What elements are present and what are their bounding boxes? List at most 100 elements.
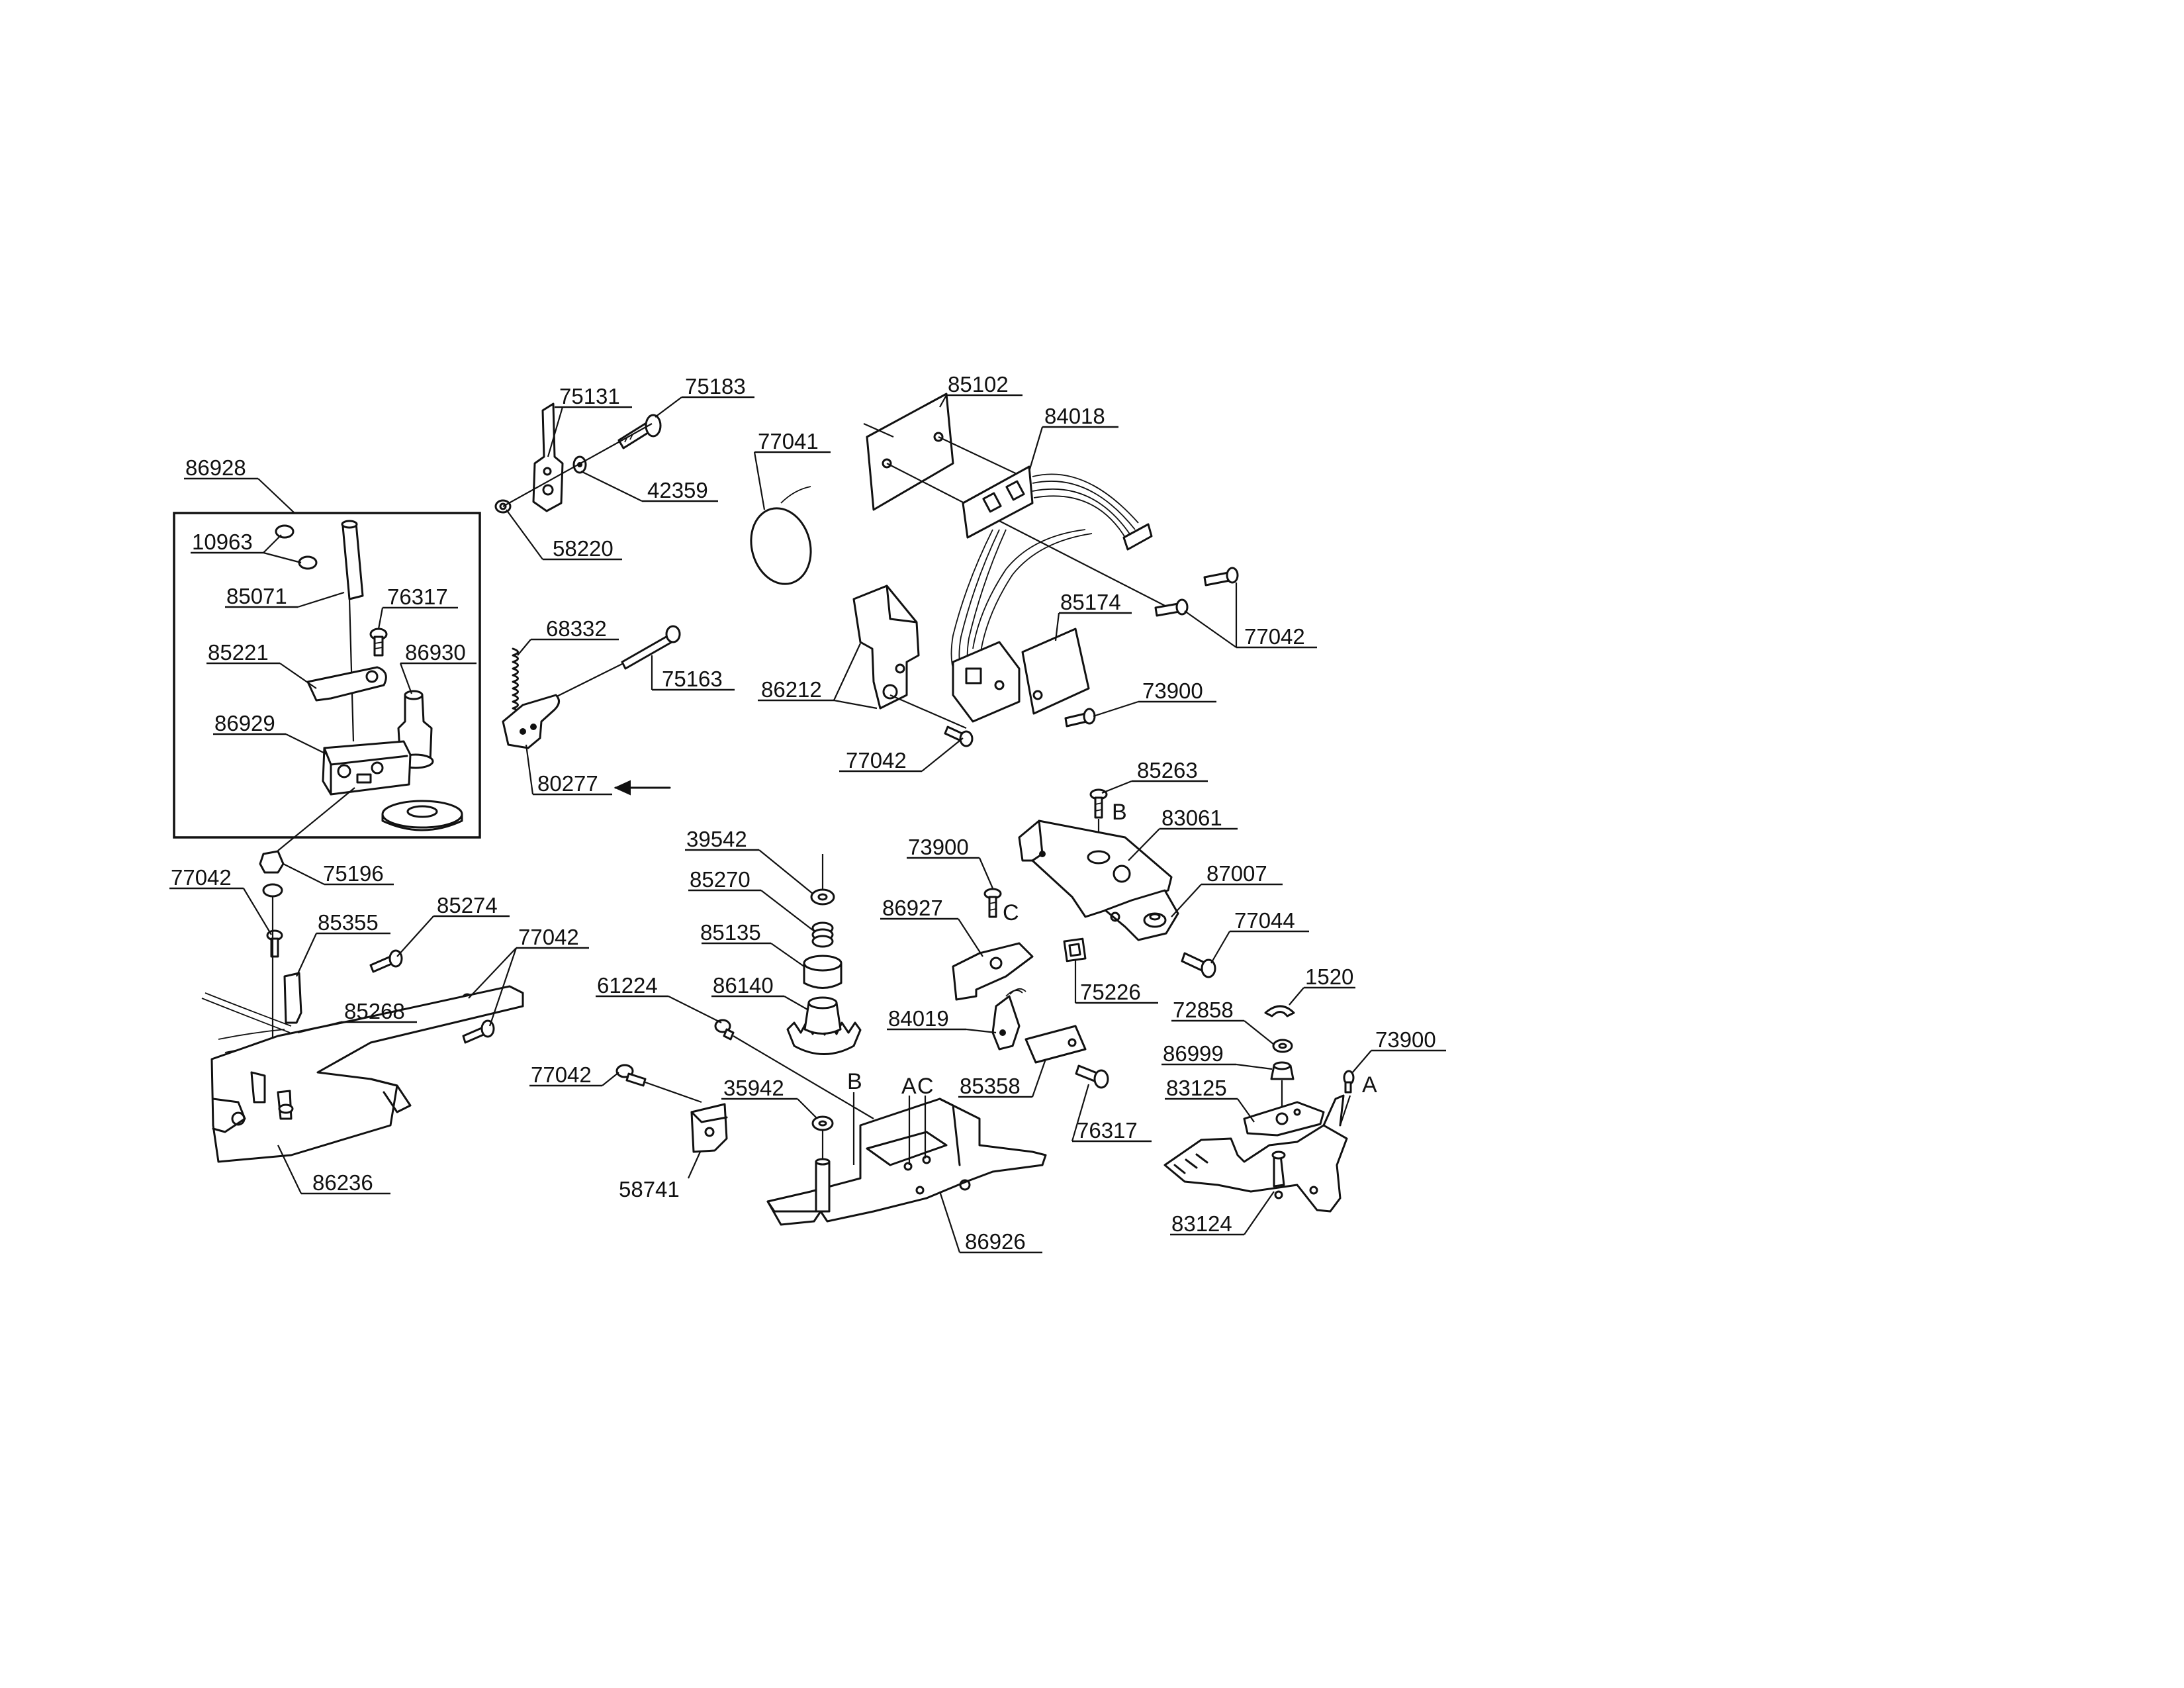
part-label: 75226 (1080, 980, 1141, 1004)
part-label: 77042 (531, 1062, 592, 1087)
bracket-85355 (283, 972, 302, 1024)
part-label: 86927 (882, 896, 943, 920)
washer-72858 (1272, 1039, 1293, 1053)
part-label: 58220 (553, 536, 614, 561)
part-label: 77042 (846, 748, 907, 773)
washer-35942 (811, 1115, 834, 1131)
washer-large-inset (381, 800, 463, 831)
part-label: 85135 (700, 920, 761, 945)
washer-42359 (572, 455, 587, 474)
arrow-80277 (614, 780, 671, 796)
sensor-holder (952, 641, 1021, 723)
part-label: 77044 (1234, 908, 1295, 933)
screw-61224 (714, 1019, 735, 1041)
bracket-83125 (1243, 1101, 1325, 1137)
clip-1520 (1264, 1005, 1295, 1017)
plate-85102 (866, 393, 954, 511)
base-86236 (210, 985, 524, 1163)
pin-75163 (621, 625, 681, 670)
plate-85174 (1021, 628, 1090, 715)
ref-letter: B (1112, 800, 1127, 825)
part-label: 86212 (761, 677, 822, 702)
ref-letter: C (917, 1074, 934, 1099)
part-label: 77041 (758, 429, 819, 453)
part-drawings (201, 393, 1355, 1226)
part-label: 84018 (1044, 404, 1105, 428)
part-label: 72858 (1173, 998, 1234, 1022)
holder-86929 (322, 740, 412, 796)
part-label: 86236 (312, 1170, 373, 1195)
ref-letter: B (847, 1069, 862, 1094)
part-label: 86140 (713, 973, 774, 998)
part-label: 77042 (518, 925, 579, 949)
screw-77042-left (266, 929, 283, 958)
part-label: 10963 (192, 530, 253, 554)
screw-73900-right (1343, 1070, 1355, 1094)
part-label: 87007 (1206, 861, 1267, 886)
clip-58741 (690, 1103, 728, 1153)
part-label: 85268 (344, 999, 405, 1023)
plate-85358 (1024, 1025, 1087, 1064)
part-label: 86930 (405, 640, 466, 665)
part-label: 58741 (619, 1177, 680, 1201)
part-label: 86926 (965, 1229, 1026, 1254)
sensor-84019 (991, 988, 1026, 1051)
part-label: 73900 (908, 835, 969, 859)
part-label: 76317 (387, 585, 448, 609)
nut-75226 (1063, 937, 1087, 962)
bracket-86212 (852, 585, 920, 710)
part-label: 85355 (318, 910, 379, 935)
part-label: 68332 (546, 616, 607, 641)
part-label: 39542 (686, 827, 747, 851)
screw-85274 (369, 949, 403, 973)
clip-10963 (275, 524, 318, 570)
screw-76317-inset (369, 628, 388, 657)
assembly-86928-frame (173, 512, 481, 839)
bracket-86927 (952, 942, 1034, 1001)
part-label: 83061 (1161, 806, 1222, 830)
part-label: 86929 (214, 711, 275, 735)
part-label: 85174 (1060, 590, 1121, 614)
part-label: 75131 (559, 384, 620, 408)
part-label: 61224 (597, 973, 658, 998)
part-label: 76317 (1077, 1118, 1138, 1143)
ref-letter: A (901, 1074, 917, 1099)
part-label: 85071 (226, 584, 287, 608)
part-label: 75196 (323, 861, 384, 886)
screws-77042-right (1154, 567, 1239, 617)
lever-80277 (502, 694, 560, 749)
spring-68332 (512, 647, 519, 723)
bushing-85135 (803, 955, 842, 989)
plate-85221 (306, 666, 387, 702)
part-labels: 75131 75183 42359 58220 86928 10963 8507… (171, 372, 1436, 1254)
part-label: 83125 (1166, 1076, 1227, 1100)
part-label: 84019 (888, 1006, 949, 1031)
part-label: 77042 (1244, 624, 1305, 649)
base-86926 (766, 1098, 1047, 1226)
part-label: 85270 (690, 867, 751, 892)
part-label: 75163 (662, 667, 723, 691)
screw-75183 (617, 414, 662, 449)
part-label: 83124 (1171, 1211, 1232, 1236)
bracket-87007 (1104, 889, 1179, 941)
part-label: 85221 (208, 640, 269, 665)
nut-86999 (1270, 1061, 1295, 1080)
clip-39542 (810, 888, 835, 906)
screw-73900-top (1064, 708, 1096, 727)
part-label: 80277 (537, 771, 598, 796)
part-label: 1520 (1305, 964, 1353, 989)
ref-letter: C (1003, 900, 1019, 925)
screw-85263 (1089, 788, 1108, 819)
part-label: 85102 (948, 372, 1009, 397)
part-label: 35942 (723, 1076, 784, 1100)
disc-77041 (750, 486, 812, 585)
base-83124 (1163, 1094, 1348, 1213)
part-label: 85263 (1137, 758, 1198, 782)
part-label: 77042 (171, 865, 232, 890)
part-label: 85358 (960, 1074, 1021, 1098)
reference-letters: B C B A C A (847, 800, 1377, 1099)
screw-77042-lower (615, 1064, 647, 1087)
ref-letter: A (1362, 1072, 1377, 1098)
bracket-75131 (532, 402, 564, 512)
leader-lines (169, 394, 1446, 1254)
